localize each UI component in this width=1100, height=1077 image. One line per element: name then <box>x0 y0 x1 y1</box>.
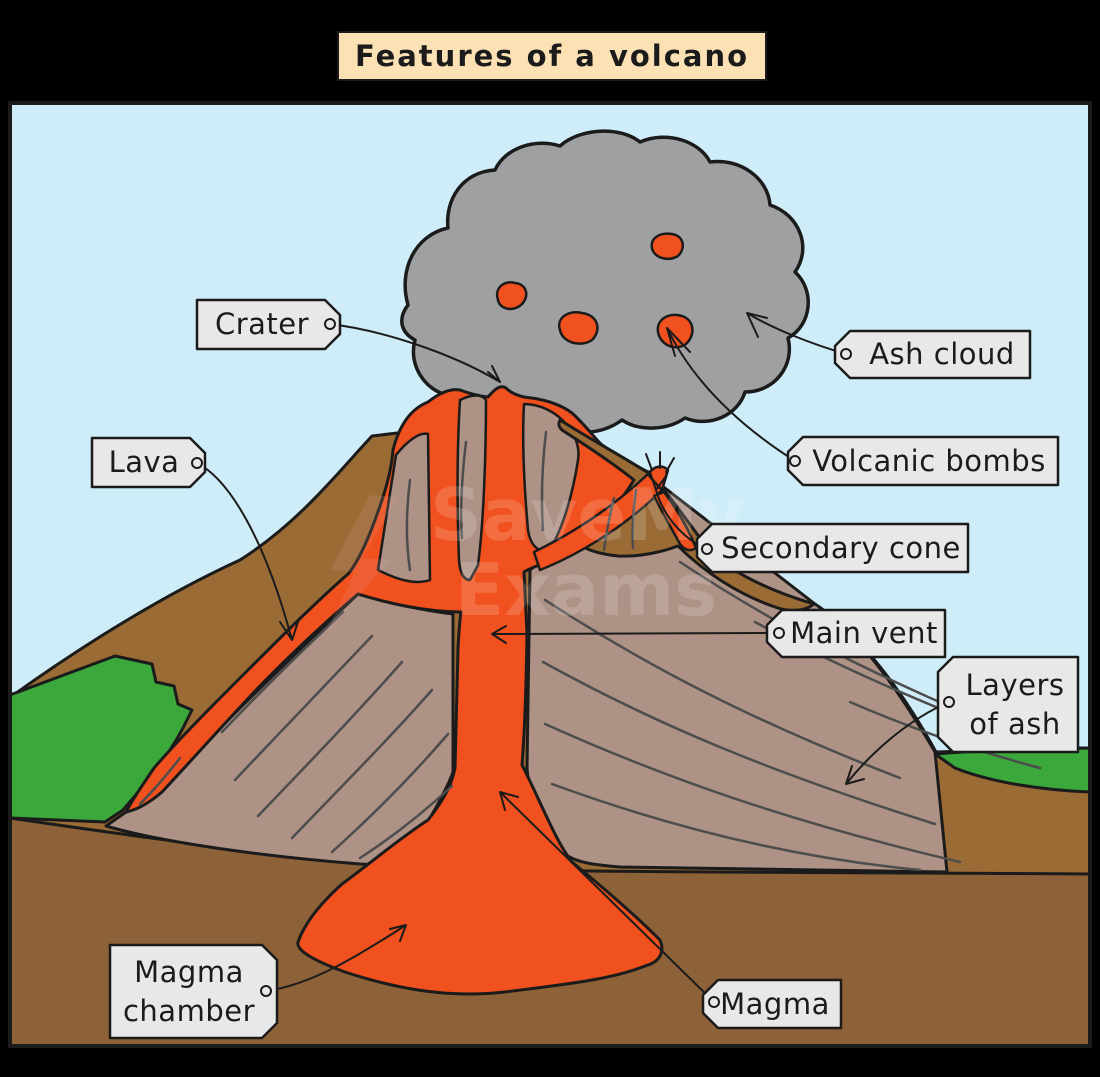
diagram-title-box: Features of a volcano <box>337 31 767 81</box>
leader-lines <box>196 312 950 1003</box>
eyelet-icon <box>840 348 852 360</box>
eyelet-icon <box>789 455 801 467</box>
eyelet-icon <box>708 996 720 1008</box>
magma-tag <box>701 978 843 1030</box>
eruption-rays <box>645 451 675 473</box>
watermark: SaveMy Exams <box>325 473 745 635</box>
lava-leader-line <box>196 462 300 641</box>
tag-eyelets <box>191 318 955 1008</box>
watermark-line1: SaveMy <box>430 473 745 557</box>
magma-chamber-tag <box>108 943 279 1040</box>
secondary-cone-slope <box>557 418 816 612</box>
watermark-bolt-icon <box>325 495 398 635</box>
volcanic-bomb <box>495 281 528 311</box>
eyelet-icon <box>701 543 713 555</box>
eyelet-icon <box>324 318 336 330</box>
eyelet-icon <box>260 985 272 997</box>
layers-of-ash-tag <box>936 655 1080 754</box>
eyelet-icon <box>191 457 203 469</box>
main-vent-leader-line <box>491 625 780 644</box>
label-tags <box>90 298 1080 1040</box>
magma-lava-network <box>124 385 664 996</box>
diagram-title: Features of a volcano <box>354 39 750 73</box>
volcanic-bomb <box>656 313 694 349</box>
layers-of-ash-leader-line <box>845 701 950 785</box>
eyelet-icon <box>943 696 955 708</box>
ash-cloud-tag <box>833 329 1032 380</box>
watermark-line2: Exams <box>455 548 717 632</box>
volcanic-bomb <box>650 232 685 260</box>
crater-tag <box>195 298 342 351</box>
volcanic-bomb <box>557 311 599 345</box>
summit-rock-triangle-left <box>456 394 488 582</box>
volcanic-bombs-group <box>495 232 694 349</box>
secondary-cone-tag <box>695 522 970 574</box>
diagram-frame <box>8 101 1092 1048</box>
magma-chamber-leader-line <box>265 924 407 992</box>
lava-tag <box>90 436 207 489</box>
volcanic-bombs-leader-line <box>666 327 796 462</box>
main-vent-tag <box>765 608 947 659</box>
crater-leader-line <box>329 323 501 383</box>
summit-rock-wedge <box>376 432 432 584</box>
magma-leader-line <box>499 791 715 1003</box>
volcanic-bombs-tag <box>786 435 1060 487</box>
eyelet-icon <box>773 627 785 639</box>
